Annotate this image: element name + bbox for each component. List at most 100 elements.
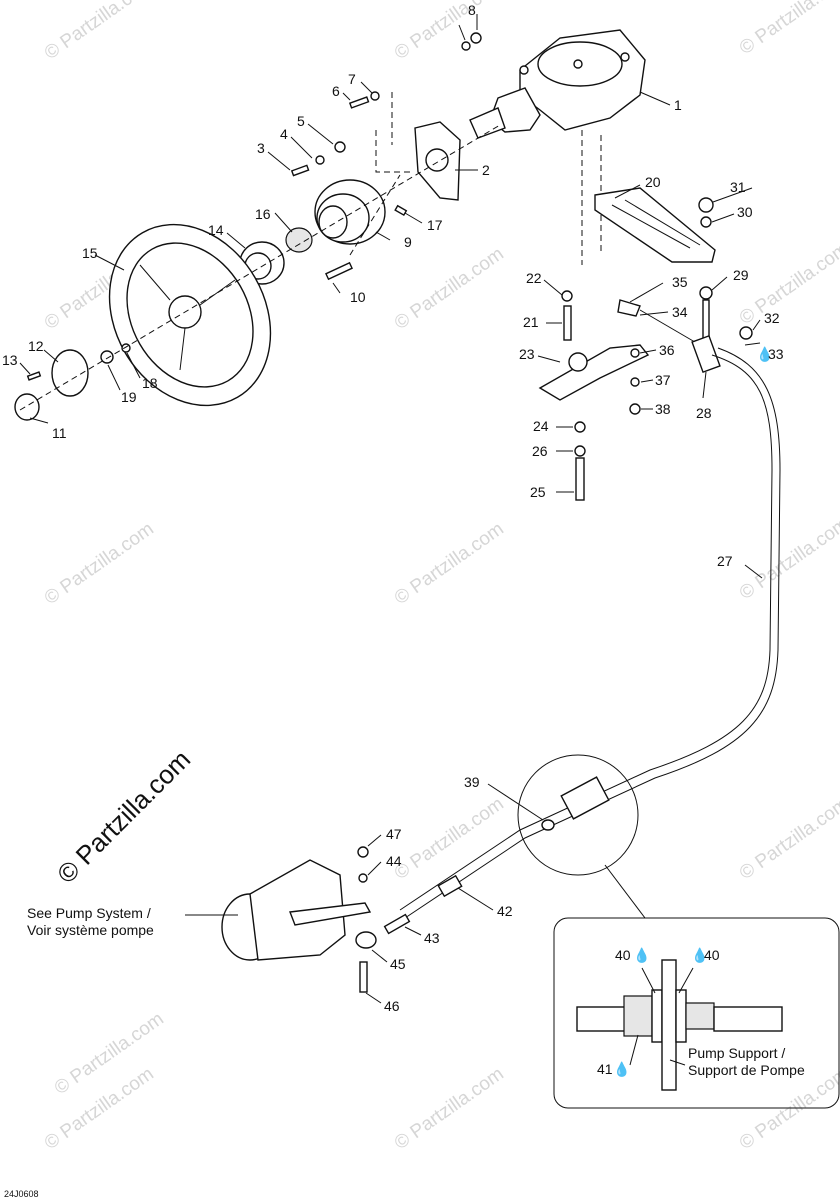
nut-47 xyxy=(357,846,369,858)
callout-label: 31 xyxy=(730,179,746,195)
drop-icon: 💧 xyxy=(691,947,708,964)
watermark: © Partzilla.com xyxy=(391,518,508,609)
watermark: © Partzilla.com xyxy=(736,793,840,884)
watermark: © Partzilla.com xyxy=(391,1063,508,1154)
callout-label: 19 xyxy=(121,389,137,405)
callout-label: 47 xyxy=(386,826,402,842)
cable-fitting-28 xyxy=(691,334,721,374)
watermark: © Partzilla.com xyxy=(391,793,508,884)
pulley-hub-inner xyxy=(318,205,348,239)
note-pump-system: Voir système pompe xyxy=(27,922,154,938)
watermark: © Partzilla.com xyxy=(41,518,158,609)
callout-label: 5 xyxy=(297,113,305,129)
callout-label: 16 xyxy=(255,206,271,222)
inset-threaded-body xyxy=(623,995,653,1037)
watermark: © Partzilla.com xyxy=(736,238,840,329)
nut-38 xyxy=(629,403,641,415)
watermark: © Partzilla.com xyxy=(391,0,508,64)
screw-6 xyxy=(348,96,370,109)
washer-5 xyxy=(334,141,346,153)
pin-17 xyxy=(394,204,408,217)
callout-label: 4 xyxy=(280,126,288,142)
inset-leader xyxy=(629,967,694,1066)
note-pump-support: Pump Support / xyxy=(688,1045,785,1061)
callout-label: 6 xyxy=(332,83,340,99)
cable-fitting-39 xyxy=(541,819,555,831)
cable-bracket-group xyxy=(538,187,753,501)
steering-arm xyxy=(289,902,372,926)
nut-29 xyxy=(699,286,713,300)
diagram-code: 24J0608 xyxy=(4,1189,39,1199)
watermark: © Partzilla.com xyxy=(736,513,840,604)
bolt-10 xyxy=(325,261,353,281)
assembly-axis xyxy=(19,124,501,411)
watermark-large: © Partzilla.com xyxy=(51,744,196,889)
inset-threaded-body-2 xyxy=(685,1002,715,1030)
detail-circle xyxy=(517,754,639,876)
callout-label: 34 xyxy=(672,304,688,320)
mounting-plate-20 xyxy=(594,187,716,263)
plate-slot xyxy=(611,199,701,249)
leader-lines xyxy=(19,14,763,1004)
screw-3 xyxy=(290,164,310,177)
washer-26 xyxy=(574,445,586,457)
washer-7b xyxy=(461,41,471,51)
housing-bolt xyxy=(620,52,630,62)
ball-joint-34 xyxy=(617,299,641,317)
callout-label: 10 xyxy=(350,289,366,305)
callout-label: 7 xyxy=(348,71,356,87)
callout-label: 39 xyxy=(464,774,480,790)
callout-label: 46 xyxy=(384,998,400,1014)
callout-label: 30 xyxy=(737,204,753,220)
screw-13 xyxy=(26,371,42,381)
callout-label: 3 xyxy=(257,140,265,156)
note-pump-system: See Pump System / xyxy=(27,905,151,921)
callout-label: 18 xyxy=(142,375,158,391)
cable-rod xyxy=(639,309,701,346)
callout-label: 42 xyxy=(497,903,513,919)
assembly-axis xyxy=(375,130,412,173)
drop-icon: 💧 xyxy=(613,1061,630,1078)
steering-shaft-tip xyxy=(469,107,506,139)
watermark: © Partzilla.com xyxy=(736,0,840,59)
detail-threaded-fitting xyxy=(560,776,610,820)
callout-label: 38 xyxy=(655,401,671,417)
drop-icon: 💧 xyxy=(633,947,650,964)
washer-30 xyxy=(700,216,712,228)
seal-32 xyxy=(739,326,753,340)
washer-4 xyxy=(315,155,325,165)
callout-label: 45 xyxy=(390,956,406,972)
housing-bolt xyxy=(519,65,529,75)
callout-label: 32 xyxy=(764,310,780,326)
callout-label: 11 xyxy=(52,425,67,441)
callout-label: 41 xyxy=(597,1061,613,1077)
callout-label: 9 xyxy=(404,234,412,250)
callout-label: 36 xyxy=(659,342,675,358)
cable-end-43 xyxy=(383,913,411,935)
callout-label: 22 xyxy=(526,270,542,286)
washer-36 xyxy=(630,348,640,358)
assembly-axis xyxy=(349,174,401,256)
callout-label: 27 xyxy=(717,553,733,569)
callout-label: 17 xyxy=(427,217,443,233)
washer-37 xyxy=(630,377,640,387)
detail-view xyxy=(517,754,840,1109)
bolt-25 xyxy=(575,457,585,501)
note-pump-support: Support de Pompe xyxy=(688,1062,805,1078)
steering-cable xyxy=(404,347,781,919)
washer-22 xyxy=(561,290,573,302)
callout-label: 40 xyxy=(615,947,631,963)
callout-label: 35 xyxy=(672,274,688,290)
inset-nut xyxy=(651,989,663,1043)
lever-23 xyxy=(538,344,650,401)
ball-joint-45 xyxy=(355,931,377,949)
callout-label: 44 xyxy=(386,853,402,869)
detail-leader xyxy=(604,864,646,919)
callout-label: 21 xyxy=(523,314,539,330)
notes: See Pump System / Voir système pompe Pum… xyxy=(4,905,805,1199)
inset-shaft-left xyxy=(576,1006,628,1032)
callout-label: 28 xyxy=(696,405,712,421)
inset-pump-support xyxy=(661,959,677,1091)
pump-nozzle-group xyxy=(221,819,555,993)
